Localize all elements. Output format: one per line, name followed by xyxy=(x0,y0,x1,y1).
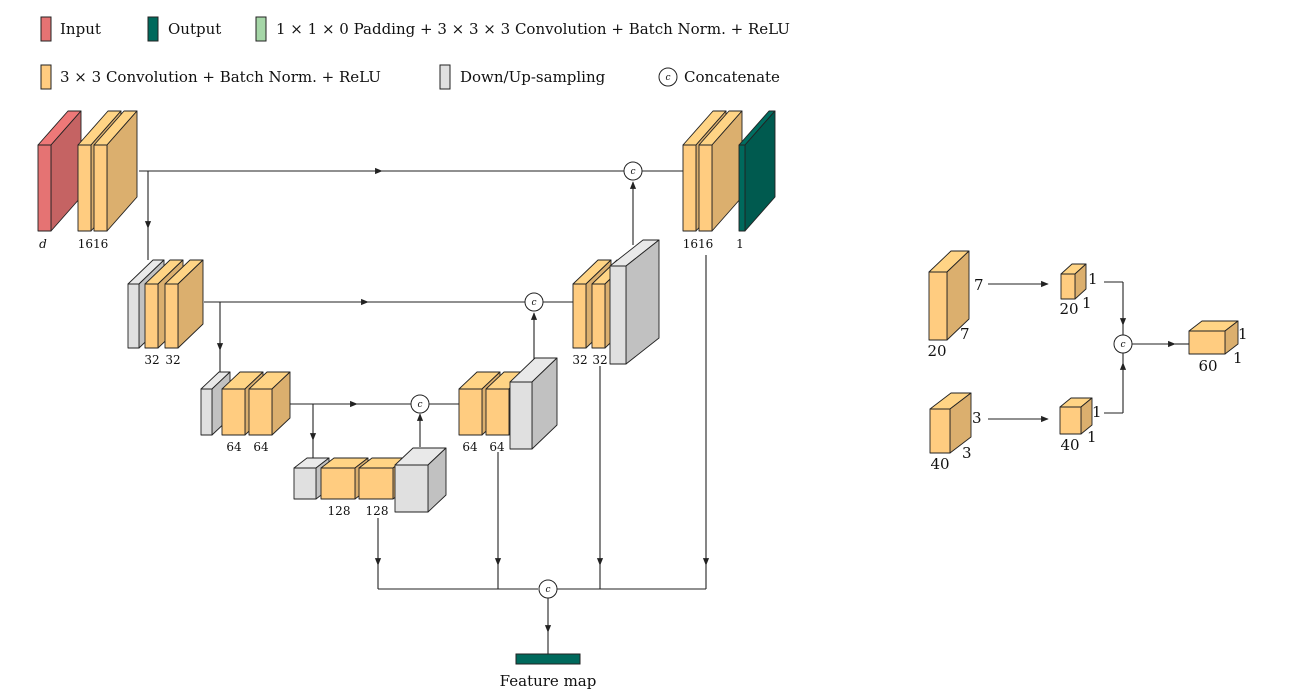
side-result-d3: 60 xyxy=(1198,357,1217,375)
dec3-conv-b-front xyxy=(485,388,510,436)
side-top-in-d3: 20 xyxy=(927,342,946,360)
legend-output-swatch xyxy=(147,16,159,42)
side-top-out-d1: 1 xyxy=(1088,270,1098,288)
feature-map-block xyxy=(515,653,581,665)
side-bottom-in-d1: 3 xyxy=(972,409,982,427)
dec1-conv-a-front xyxy=(682,144,697,232)
legend-concat-icon xyxy=(658,67,678,87)
enc2-conv-b-front xyxy=(164,283,179,349)
bottleneck-dim-label-b: 128 xyxy=(366,504,389,518)
enc2-conv-a-front xyxy=(144,283,159,349)
legend-padding-conv-label: 1 × 1 × 0 Padding + 3 × 3 × 3 Convolutio… xyxy=(276,20,790,38)
feature-map-label: Feature map xyxy=(500,672,597,690)
enc3-sampling-front xyxy=(200,388,213,436)
dec3-conv-a-front xyxy=(458,388,483,436)
side-bottom-in-d3: 40 xyxy=(930,455,949,473)
bottleneck-dim-label-a: 128 xyxy=(328,504,351,518)
side-top-out-block-front xyxy=(1060,273,1076,300)
dec2-conv-b-front xyxy=(591,283,606,349)
connections xyxy=(139,167,710,654)
legend-input-swatch xyxy=(40,16,52,42)
enc1-conv-b-front xyxy=(93,144,108,232)
bottleneck-upsample-front xyxy=(394,464,429,513)
dec2-dim-label-b: 32 xyxy=(592,353,607,367)
side-bottom-out-d1: 1 xyxy=(1092,403,1102,421)
dec3-dim-label-b: 64 xyxy=(489,440,505,454)
concat-node-level1-symbol: c xyxy=(630,167,635,177)
concat-node-feature xyxy=(538,579,558,599)
legend-concat-symbol: c xyxy=(665,73,670,83)
dec2-dim-label-a: 32 xyxy=(572,353,587,367)
side-top-in-d2: 7 xyxy=(960,325,970,343)
legend-sampling-label: Down/Up-sampling xyxy=(460,68,606,86)
enc3-dim-label-b: 64 xyxy=(253,440,269,454)
side-result-d1: 1 xyxy=(1238,325,1248,343)
network-blocks xyxy=(37,110,1239,513)
dec1-conv-b-front xyxy=(698,144,713,232)
side-result-block-front xyxy=(1188,330,1226,355)
enc3-conv-a-front xyxy=(221,388,246,436)
dec2-upsample-front xyxy=(609,265,627,365)
concat-node-level1 xyxy=(623,161,643,181)
concat-nodes: c c c c c xyxy=(410,161,1133,599)
side-top-out-d2: 1 xyxy=(1082,294,1092,312)
bottleneck-sampling-front xyxy=(293,467,317,500)
side-bottom-out-d3: 40 xyxy=(1060,436,1079,454)
bottleneck-conv-a-front xyxy=(320,467,356,500)
side-bottom-in-d2: 3 xyxy=(962,444,972,462)
dec3-dim-label-a: 64 xyxy=(462,440,478,454)
concat-node-level3 xyxy=(410,394,430,414)
concat-node-level3-symbol: c xyxy=(417,400,422,410)
side-labels: 7 7 20 1 1 20 3 3 40 1 1 40 1 1 60 xyxy=(927,270,1247,473)
side-bottom-out-d2: 1 xyxy=(1087,428,1097,446)
concat-node-level2-symbol: c xyxy=(531,298,536,308)
output-block-front xyxy=(738,144,746,232)
side-top-in-d1: 7 xyxy=(974,276,984,294)
legend: Input Output 1 × 1 × 0 Padding + 3 × 3 ×… xyxy=(40,16,790,90)
output-dim-label: 1 xyxy=(736,237,744,251)
output-block-side xyxy=(744,110,776,232)
legend-output-label: Output xyxy=(168,20,221,38)
side-connections xyxy=(988,280,1189,423)
dec2-conv-a-front xyxy=(572,283,587,349)
side-bottom-out-block-front xyxy=(1059,406,1082,435)
side-result-d2: 1 xyxy=(1233,349,1243,367)
enc2-dim-label-b: 32 xyxy=(165,353,180,367)
enc2-sampling-front xyxy=(127,283,140,349)
dec3-upsample-front xyxy=(509,381,533,450)
legend-padding-conv-swatch xyxy=(255,16,267,42)
side-top-in-block-front xyxy=(928,271,948,341)
concat-node-feature-symbol: c xyxy=(545,585,550,595)
side-top-out-d3: 20 xyxy=(1059,300,1078,318)
legend-input-label: Input xyxy=(60,20,101,38)
dec1-dim-label: 1616 xyxy=(683,237,714,251)
enc1-dim-label: 1616 xyxy=(78,237,109,251)
side-bottom-in-block-front xyxy=(929,408,951,454)
legend-conv-label: 3 × 3 Convolution + Batch Norm. + ReLU xyxy=(60,68,381,86)
enc1-conv-a-front xyxy=(77,144,92,232)
input-dim-label: d xyxy=(39,237,47,251)
legend-conv-swatch xyxy=(40,64,52,90)
concat-node-side-symbol: c xyxy=(1120,340,1125,350)
input-block-front xyxy=(37,144,52,232)
legend-sampling-swatch xyxy=(439,64,451,90)
legend-concat-label: Concatenate xyxy=(684,68,780,86)
enc3-conv-b-front xyxy=(248,388,273,436)
enc3-dim-label-a: 64 xyxy=(226,440,242,454)
enc2-dim-label-a: 32 xyxy=(144,353,159,367)
unet-labels: d 1616 32 32 64 64 128 128 64 64 32 32 1… xyxy=(39,237,744,518)
bottleneck-conv-b-front xyxy=(358,467,394,500)
concat-node-level2 xyxy=(524,292,544,312)
